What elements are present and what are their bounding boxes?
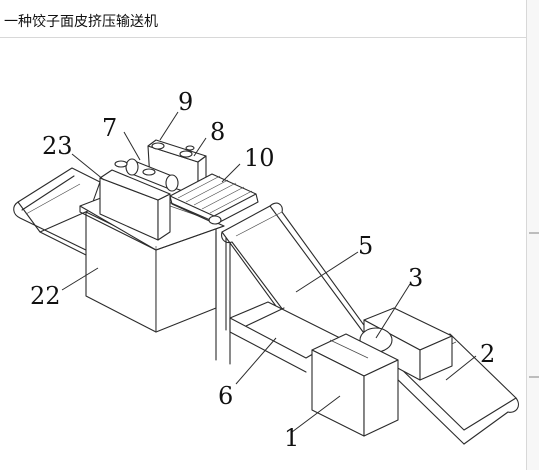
label-10: 10 — [244, 144, 275, 172]
label-7: 7 — [102, 114, 117, 142]
label-22: 22 — [30, 282, 61, 310]
label-8: 8 — [210, 118, 225, 146]
label-23: 23 — [42, 132, 73, 160]
part-labels: 9 7 8 23 10 5 3 22 2 6 1 — [30, 88, 495, 452]
side-scroll-strip[interactable] — [527, 0, 539, 470]
strip-mark — [529, 232, 539, 234]
label-6: 6 — [218, 382, 233, 410]
inclined-conveyor-5 — [215, 202, 383, 379]
label-3: 3 — [408, 264, 423, 292]
label-2: 2 — [480, 340, 495, 368]
right-divider — [526, 0, 527, 470]
strip-mark — [529, 376, 539, 378]
conveyor-10 — [169, 173, 259, 225]
leader-lines — [61, 111, 477, 433]
page-title: 一种饺子面皮挤压输送机 — [4, 14, 158, 30]
title-bar: 一种饺子面皮挤压输送机 — [0, 0, 526, 38]
label-5: 5 — [358, 232, 373, 260]
patent-drawing: 9 7 8 23 10 5 3 22 2 6 1 — [13, 88, 519, 452]
left-infeed-conveyor — [13, 167, 101, 259]
label-1: 1 — [284, 424, 299, 452]
label-9: 9 — [178, 88, 193, 116]
box-1 — [311, 333, 399, 437]
